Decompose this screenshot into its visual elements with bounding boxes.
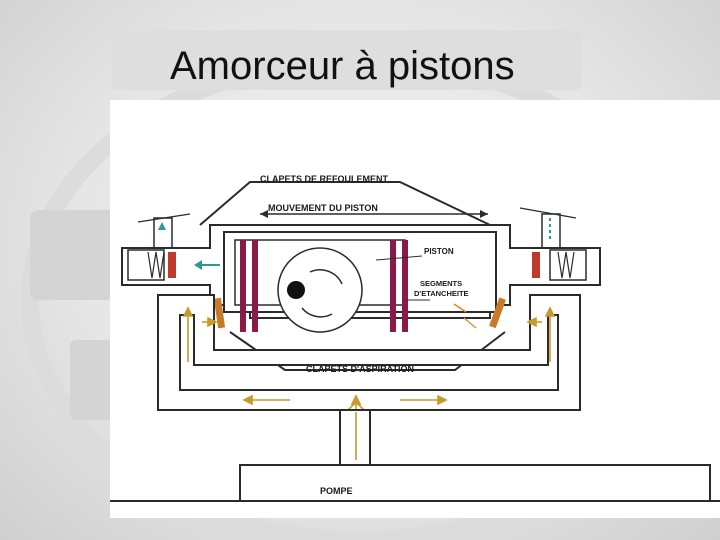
piston-primer-diagram: CLAPETS DE REFOULEMENT MOUVEMENT DU PIST… — [110, 174, 720, 502]
label-pump: POMPE — [320, 486, 353, 496]
label-suction-valves: CLAPETS D'ASPIRATION — [306, 364, 414, 374]
slide-title: Amorceur à pistons — [170, 44, 515, 88]
piston-ring-3 — [390, 240, 396, 332]
label-sealing-rings-2: D'ETANCHEITE — [414, 289, 469, 298]
piston-ring-1 — [240, 240, 246, 332]
left-spring — [147, 251, 165, 279]
right-spring — [557, 251, 575, 279]
pump-block — [239, 464, 711, 502]
left-discharge-valve — [168, 252, 176, 278]
label-piston: PISTON — [424, 247, 454, 256]
discharge-roof-outline — [199, 181, 491, 226]
right-discharge-valve — [532, 252, 540, 278]
right-suction-valve — [489, 297, 506, 329]
piston-ring-4 — [402, 240, 408, 332]
pump-pipe — [339, 409, 371, 466]
rotor — [277, 247, 363, 333]
label-sealing-rings-1: SEGMENTS — [420, 279, 462, 288]
label-piston-movement: MOUVEMENT DU PISTON — [268, 203, 378, 213]
label-discharge-valves: CLAPETS DE REFOULEMENT — [260, 174, 389, 184]
diagram-panel: CLAPETS DE REFOULEMENT MOUVEMENT DU PIST… — [110, 100, 720, 518]
water-arrow-up-left — [158, 222, 166, 230]
rotor-eccentric — [287, 281, 305, 299]
left-suction-valve — [213, 297, 226, 329]
piston-ring-2 — [252, 240, 258, 332]
